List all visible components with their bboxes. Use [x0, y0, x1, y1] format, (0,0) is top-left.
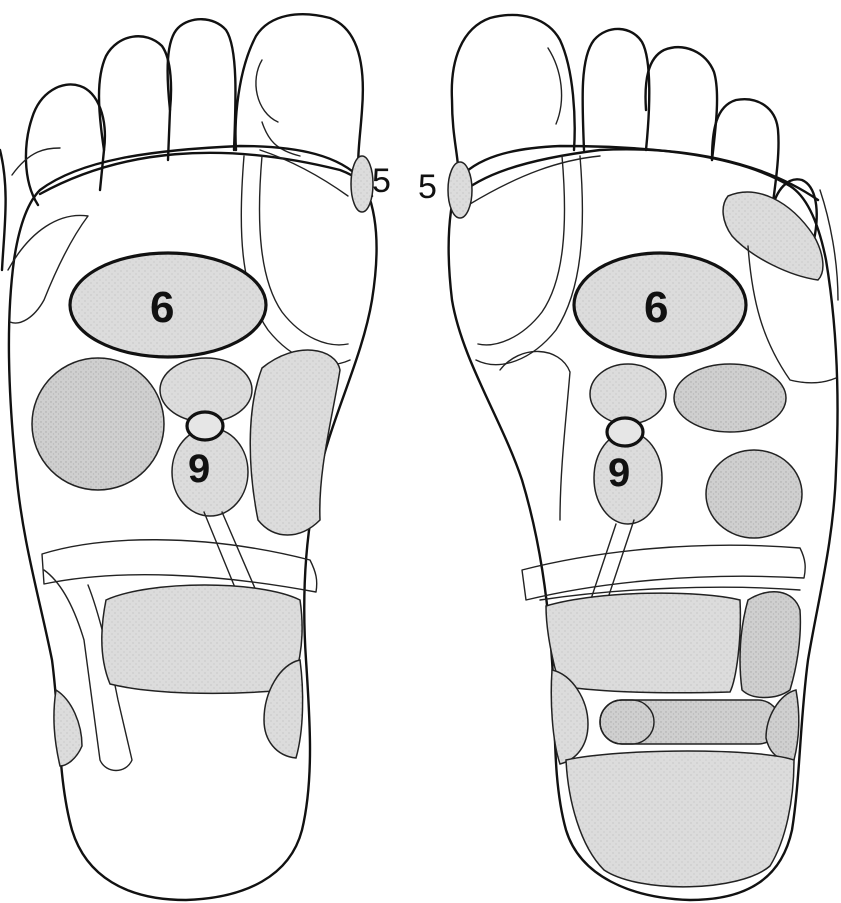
left-outer-edge-mark [12, 148, 60, 175]
right-heel-zone [566, 751, 794, 887]
left-six-label: 6 [150, 283, 174, 332]
right-big-toe [452, 15, 575, 180]
left-zone-5 [351, 156, 373, 212]
left-fourth-toe [99, 36, 171, 160]
right-heel-outer [766, 690, 799, 760]
left-arch-zone [250, 350, 340, 535]
right-five-label: 5 [418, 168, 437, 206]
left-outer-circle [32, 358, 164, 490]
left-small-node [187, 412, 223, 440]
right-second-toe [583, 29, 650, 150]
right-lateral-node [674, 364, 786, 432]
right-arch-zone [500, 351, 570, 520]
right-upper-node [590, 364, 666, 424]
left-outer-edge-lines [0, 150, 6, 270]
right-lower-bar [600, 700, 780, 744]
left-spine-strip-inner [259, 156, 348, 345]
left-spine-strip [241, 156, 350, 365]
left-little-toe [26, 84, 105, 205]
right-spine-strip [476, 156, 582, 365]
left-heel-outer [54, 690, 82, 766]
right-ball-arc [458, 149, 818, 200]
right-third-toe [646, 47, 718, 160]
left-five-label: 5 [372, 162, 391, 200]
right-zone-5 [448, 162, 472, 218]
right-foot: 5 6 9 [418, 15, 838, 900]
left-nine-label: 9 [188, 447, 210, 491]
right-six-label: 6 [644, 283, 668, 332]
left-third-toe [168, 19, 236, 150]
right-small-node [607, 418, 643, 446]
left-foot: 5 6 9 [0, 14, 391, 900]
right-spine-strip-inner [478, 156, 565, 345]
right-big-toe-crease [548, 48, 562, 124]
left-intestine-zone [102, 585, 302, 693]
right-intestine-zone [546, 593, 740, 693]
left-big-toe-crease [256, 60, 278, 122]
right-nine-label: 9 [608, 451, 630, 495]
left-ball-arc [40, 153, 372, 196]
right-colon-vertical [740, 592, 800, 698]
left-colon-top [42, 540, 317, 592]
left-toe-gap-line [262, 122, 300, 156]
right-colon-top [522, 545, 805, 600]
right-mid-circle [706, 450, 802, 538]
